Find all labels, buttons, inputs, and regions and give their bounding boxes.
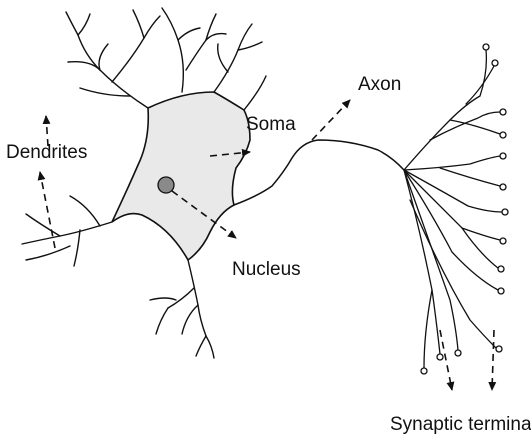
label-arrows (40, 100, 494, 390)
nucleus-label: Nucleus (232, 259, 301, 280)
terminal-arrow-right (492, 330, 494, 390)
axon-terminals (404, 50, 502, 368)
axon-label: Axon (358, 74, 401, 95)
dendrites-arrow-up (40, 172, 55, 248)
soma-label: Soma (246, 114, 296, 135)
soma-body (112, 92, 250, 260)
dendrites-label: Dendrites (6, 142, 87, 163)
axon (234, 140, 404, 205)
nucleus (158, 177, 174, 193)
synaptic-knobs (421, 44, 508, 374)
synaptic-terminals-label: Synaptic terminals (390, 414, 531, 435)
axon-arrow (312, 100, 350, 140)
